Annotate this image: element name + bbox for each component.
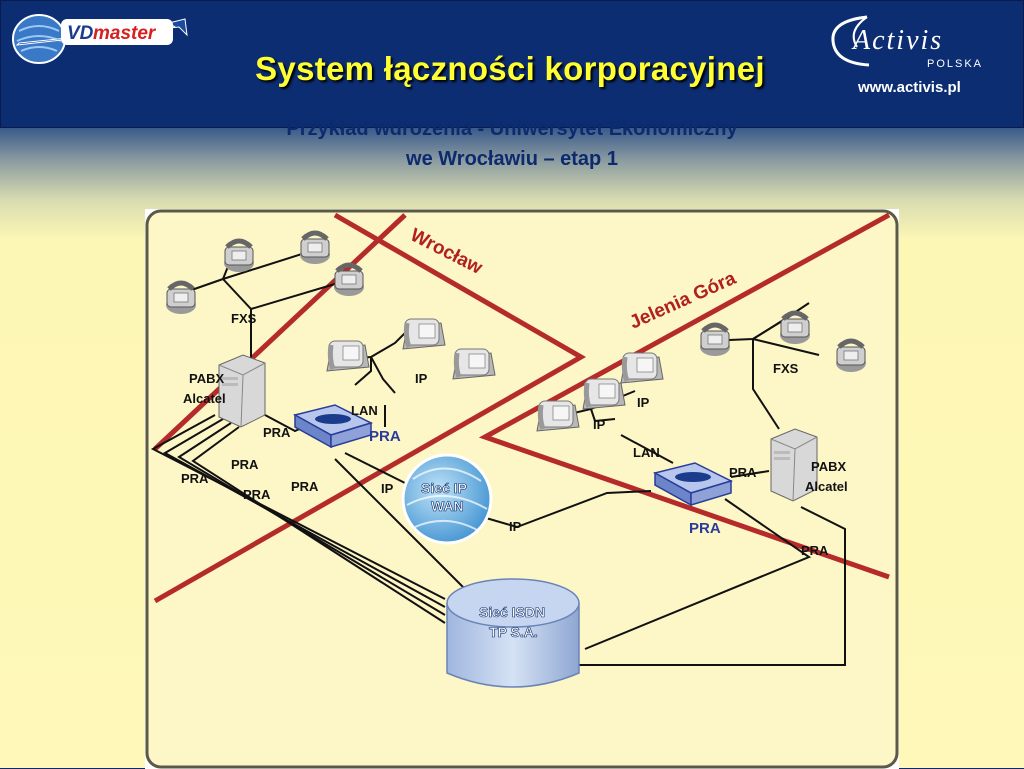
ip-phone-icon xyxy=(537,401,579,431)
wan-globe-icon xyxy=(401,453,493,545)
subtitle-line-2: we Wrocławiu – etap 1 xyxy=(406,148,618,170)
svg-text:POLSKA: POLSKA xyxy=(927,58,983,70)
label-alcatel-right: Alcatel xyxy=(805,479,848,494)
label-lan-right: LAN xyxy=(633,445,660,460)
label-pra-link-right: PRA xyxy=(729,465,757,480)
label-ip-right-a: IP xyxy=(637,395,650,410)
label-wan-line1: Sieć IP xyxy=(421,480,467,496)
ip-phone-icon xyxy=(403,319,445,349)
ip-phone-icon xyxy=(583,379,625,409)
page-subtitle: Przykład wdrożenia - Uniwersytet Ekonomi… xyxy=(204,114,820,174)
activis-logo: Activis POLSKA xyxy=(831,15,983,70)
region-borders xyxy=(153,212,891,604)
svg-text:VD: VD xyxy=(67,23,94,44)
ip-phone-icon xyxy=(327,341,369,371)
label-ip-right-b: IP xyxy=(593,417,606,432)
label-wan-line2: WAN xyxy=(431,498,464,514)
label-lan-left: LAN xyxy=(351,403,378,418)
vdmaster-logo: VD master xyxy=(12,14,188,64)
website-url[interactable]: www.activis.pl xyxy=(858,79,961,96)
label-pra-d: PRA xyxy=(243,487,271,502)
label-fxs-left: FXS xyxy=(231,311,257,326)
label-pra-a: PRA xyxy=(231,457,259,472)
label-isdn-line1: Sieć ISDN xyxy=(479,604,545,620)
label-fxs-right: FXS xyxy=(773,361,799,376)
label-ip-wan-left: IP xyxy=(381,481,394,496)
label-ip-left: IP xyxy=(415,371,428,386)
label-isdn-line2: TP S.A. xyxy=(489,624,538,640)
label-pra-gateway-left: PRA xyxy=(369,428,401,445)
subtitle-line-1: Przykład wdrożenia - Uniwersytet Ekonomi… xyxy=(286,118,738,140)
page-title: System łączności korporacyjnej xyxy=(255,50,765,87)
svg-text:master: master xyxy=(93,23,157,44)
ip-phone-icon xyxy=(453,349,495,379)
label-pra-gateway-right: PRA xyxy=(689,520,721,537)
label-pabx-right: PABX xyxy=(811,459,846,474)
svg-text:Activis: Activis xyxy=(851,25,943,56)
isdn-network-icon xyxy=(446,578,580,688)
label-pra-b: PRA xyxy=(181,471,209,486)
header-bar: VD master Activis POLSKA www.activis.pl xyxy=(0,0,1024,128)
label-alcatel-left: Alcatel xyxy=(183,391,226,406)
label-pra-isdn-right: PRA xyxy=(801,543,829,558)
label-wan-ip-right: IP xyxy=(509,519,522,534)
network-diagram: Wrocław Jelenia Góra xyxy=(145,209,899,769)
pabx-server-icon xyxy=(218,354,266,428)
ip-phone-icon xyxy=(621,353,663,383)
label-pra-c: PRA xyxy=(291,479,319,494)
label-pra-link-left: PRA xyxy=(263,425,291,440)
label-pabx-left: PABX xyxy=(189,371,224,386)
network-diagram-svg: Wrocław Jelenia Góra xyxy=(145,209,899,769)
